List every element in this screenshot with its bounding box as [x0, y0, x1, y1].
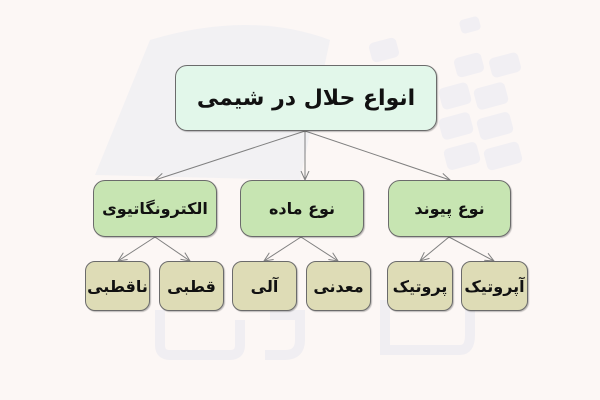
- leaf-node-inorganic: معدنی: [306, 261, 371, 311]
- edge-root-to-electronegativity: [155, 130, 306, 180]
- category-node-material-type: نوع ماده: [240, 180, 364, 237]
- leaf-label: آپروتیک: [464, 276, 525, 296]
- edge-root-to-bond-type: [304, 130, 450, 180]
- root-node: انواع حلال در شیمی: [175, 65, 437, 131]
- leaf-label: معدنی: [313, 276, 364, 296]
- leaf-node-organic: آلی: [232, 261, 297, 311]
- edge-electro-to-polar: [154, 236, 190, 261]
- category-label: نوع ماده: [268, 199, 336, 218]
- edge-material-to-organic: [264, 236, 302, 261]
- edge-electro-to-nonpolar: [118, 236, 156, 261]
- root-label: انواع حلال در شیمی: [196, 85, 416, 111]
- leaf-label: قطبی: [167, 276, 216, 296]
- edge-material-to-inorganic: [300, 236, 338, 261]
- leaf-label: ناقطبی: [87, 276, 148, 296]
- edge-bond-to-protic: [420, 236, 450, 261]
- leaf-node-aprotic: آپروتیک: [461, 261, 528, 311]
- leaf-node-protic: پروتیک: [387, 261, 453, 311]
- leaf-node-polar: قطبی: [159, 261, 224, 311]
- category-node-electronegativity: الکترونگاتیوی: [93, 180, 217, 237]
- edge-bond-to-aprotic: [448, 236, 494, 261]
- category-label: الکترونگاتیوی: [102, 199, 208, 218]
- leaf-node-nonpolar: ناقطبی: [85, 261, 150, 311]
- category-node-bond-type: نوع پیوند: [388, 180, 511, 237]
- leaf-label: پروتیک: [392, 276, 448, 296]
- leaf-label: آلی: [250, 276, 279, 296]
- category-label: نوع پیوند: [414, 199, 485, 218]
